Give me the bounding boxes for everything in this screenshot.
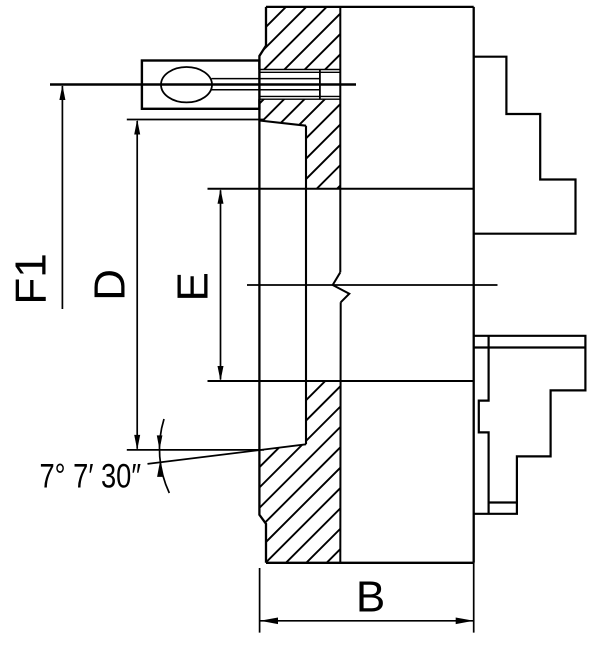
svg-text:F1: F1	[6, 253, 55, 304]
svg-text:7° 7′ 30″: 7° 7′ 30″	[40, 458, 142, 496]
svg-text:B: B	[356, 573, 385, 622]
svg-text:D: D	[86, 269, 135, 301]
svg-text:E: E	[169, 272, 218, 301]
